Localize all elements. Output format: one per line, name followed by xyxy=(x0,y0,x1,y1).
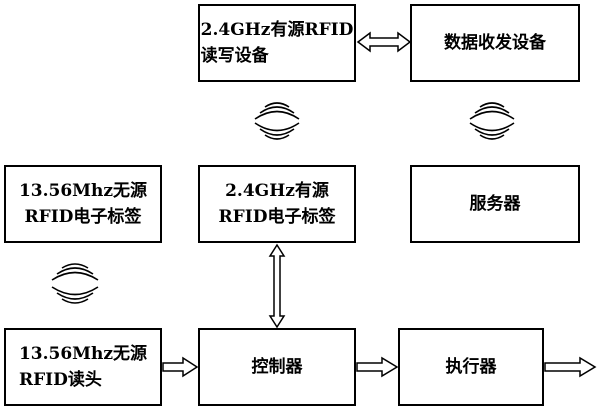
actuator-output-arrow xyxy=(544,356,597,378)
wireless-waves-icon xyxy=(469,102,515,140)
actuator-label: 执行器 xyxy=(445,357,497,377)
wireless-waves-icon xyxy=(51,263,99,304)
tag-1356mhz-box: 13.56Mhz无源 RFID电子标签 xyxy=(4,165,162,243)
controller-label: 控制器 xyxy=(251,357,303,377)
wireless-waves-icon xyxy=(254,102,300,140)
reader-1356mhz-box: 13.56Mhz无源 RFID读头 xyxy=(4,328,162,406)
reader-24ghz-box: 2.4GHz有源RFID 读写设备 xyxy=(198,4,356,82)
reader-to-controller-arrow xyxy=(162,356,199,378)
tag-24ghz-box: 2.4GHz有源 RFID电子标签 xyxy=(198,165,356,243)
reader-1356mhz-label: 13.56Mhz无源 RFID读头 xyxy=(18,344,148,390)
reader-transceiver-double-arrow xyxy=(356,31,412,53)
actuator-box: 执行器 xyxy=(398,328,544,406)
tag-controller-double-arrow xyxy=(268,243,286,329)
tag-24ghz-label: 2.4GHz有源 RFID电子标签 xyxy=(218,181,336,227)
controller-to-actuator-arrow xyxy=(356,356,399,378)
tag-1356mhz-label: 13.56Mhz无源 RFID电子标签 xyxy=(18,181,148,227)
reader-24ghz-label: 2.4GHz有源RFID 读写设备 xyxy=(200,20,354,66)
server-box: 服务器 xyxy=(410,165,580,243)
server-label: 服务器 xyxy=(469,194,521,214)
controller-box: 控制器 xyxy=(198,328,356,406)
transceiver-box: 数据收发设备 xyxy=(410,4,580,82)
transceiver-label: 数据收发设备 xyxy=(444,33,546,53)
